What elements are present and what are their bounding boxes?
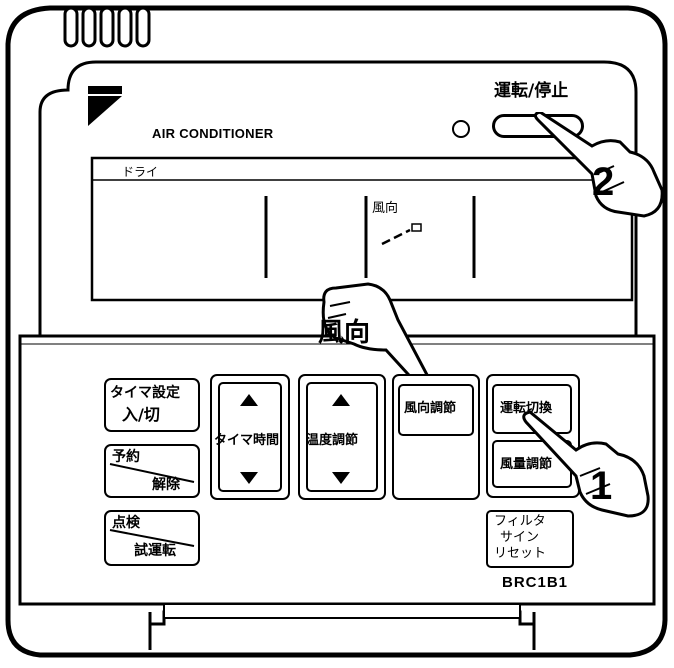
power-label: 運転/停止 [494,81,569,101]
diagonal-divider [109,463,195,483]
arrow-up-icon[interactable] [240,394,258,406]
timer-time-button[interactable]: タイマ時間 [210,374,290,500]
step-2-number: 2 [592,160,615,204]
inspect-label: 点検 [112,515,140,531]
reset-label: リセット [494,546,547,561]
sign-label: サイン [500,530,540,545]
daikin-logo-icon [88,86,122,126]
hand-pointer-icon [533,112,664,218]
airflow-direction-panel: 風向調節 [392,374,480,500]
hand-pointer-icon [522,410,650,518]
hand-direction-label: 風向 [318,318,371,348]
test-run-label: 試運転 [134,543,176,559]
airflow-direction-label: 風向調節 [404,401,457,416]
fan-speed-label: 風量調節 [500,457,553,472]
step-1-number: 1 [590,464,613,508]
reserve-cancel-button[interactable]: 予約 解除 [104,444,200,498]
arrow-down-icon[interactable] [240,472,258,484]
reserve-label: 予約 [112,449,140,465]
arrow-up-icon[interactable] [332,394,350,406]
filter-reset-button[interactable]: フィルタ サイン リセット [486,510,574,568]
temperature-button[interactable]: 温度調節 [298,374,386,500]
display-airflow-label: 風向 [372,201,399,216]
cancel-label: 解除 [152,477,180,493]
filter-label: フィルタ [494,514,546,529]
inspect-test-run-button[interactable]: 点検 試運転 [104,510,200,566]
timer-set-button[interactable]: タイマ設定 入/切 [104,378,200,432]
brand-label: AIR CONDITIONER [152,126,274,141]
display-mode-text: ドライ [122,165,159,179]
mode-fan-panel: 運転切換 風量調節 [486,374,580,498]
model-number: BRC1B1 [502,574,569,591]
timer-on-off-label: 入/切 [122,405,160,424]
timer-time-label: タイマ時間 [214,433,280,448]
mode-switch-label: 運転切換 [500,401,553,416]
airflow-direction-icon [381,223,422,246]
timer-set-label: タイマ設定 [110,385,180,401]
arrow-down-icon[interactable] [332,472,350,484]
power-indicator-lamp [452,120,470,138]
diagonal-divider [109,529,195,547]
temperature-label: 温度調節 [306,433,359,448]
airflow-direction-button[interactable]: 風向調節 [398,384,474,436]
